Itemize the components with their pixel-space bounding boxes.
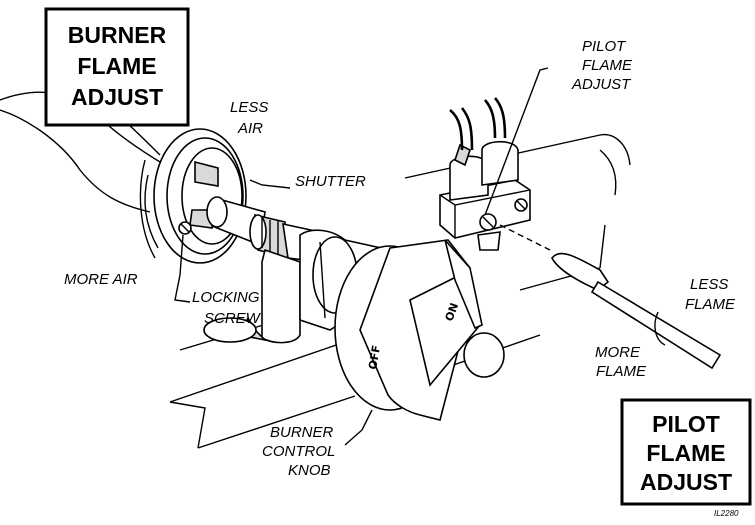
burner-box-line-1: BURNER xyxy=(68,22,167,48)
more-flame-line-2: FLAME xyxy=(596,363,647,380)
more-air-label: MORE AIR xyxy=(64,271,138,288)
more-flame-line-1: MORE xyxy=(595,344,641,361)
knob-off-label: OFF xyxy=(366,344,383,370)
pilot-flame-adjust-box: PILOT FLAME ADJUST xyxy=(620,398,752,506)
pilot-box-line-2: FLAME xyxy=(646,440,725,466)
less-flame-line-1: LESS xyxy=(690,276,728,293)
burner-control-knob-line-3: KNOB xyxy=(288,462,331,479)
knob-on-label: ON xyxy=(443,301,462,323)
burner-control-knob-line-2: CONTROL xyxy=(262,443,335,460)
figure-code: IL2280 xyxy=(714,509,739,518)
pilot-box-line-1: PILOT xyxy=(652,411,720,437)
pilot-flame-adjust-line-3: ADJUST xyxy=(571,76,632,93)
air-shutter xyxy=(139,128,247,264)
locking-screw-line-1: LOCKING xyxy=(192,289,260,306)
orifice-pipe xyxy=(206,196,323,263)
pilot-flame-adjust-line-2: FLAME xyxy=(582,57,633,74)
pilot-box-line-3: ADJUST xyxy=(640,469,732,495)
burner-flame-adjust-box: BURNER FLAME ADJUST xyxy=(44,7,190,127)
less-flame-line-2: FLAME xyxy=(685,296,736,313)
locking-screw xyxy=(178,221,192,235)
pilot-assembly xyxy=(439,97,531,251)
less-air-line-1: LESS xyxy=(230,99,268,116)
burner-box-line-3: ADJUST xyxy=(71,84,163,110)
elbow-fitting xyxy=(203,248,301,344)
burner-control-knob-line-1: BURNER xyxy=(270,424,334,441)
burner-control-knob[interactable]: ON OFF xyxy=(334,239,505,421)
shutter-label: SHUTTER xyxy=(295,173,366,190)
locking-screw-line-2: SCREW xyxy=(204,310,262,327)
burner-box-line-2: FLAME xyxy=(77,53,156,79)
less-air-line-2: AIR xyxy=(237,120,263,137)
pilot-flame-adjust-line-1: PILOT xyxy=(582,38,627,55)
leader-lines xyxy=(174,67,549,446)
screwdriver xyxy=(499,224,722,370)
